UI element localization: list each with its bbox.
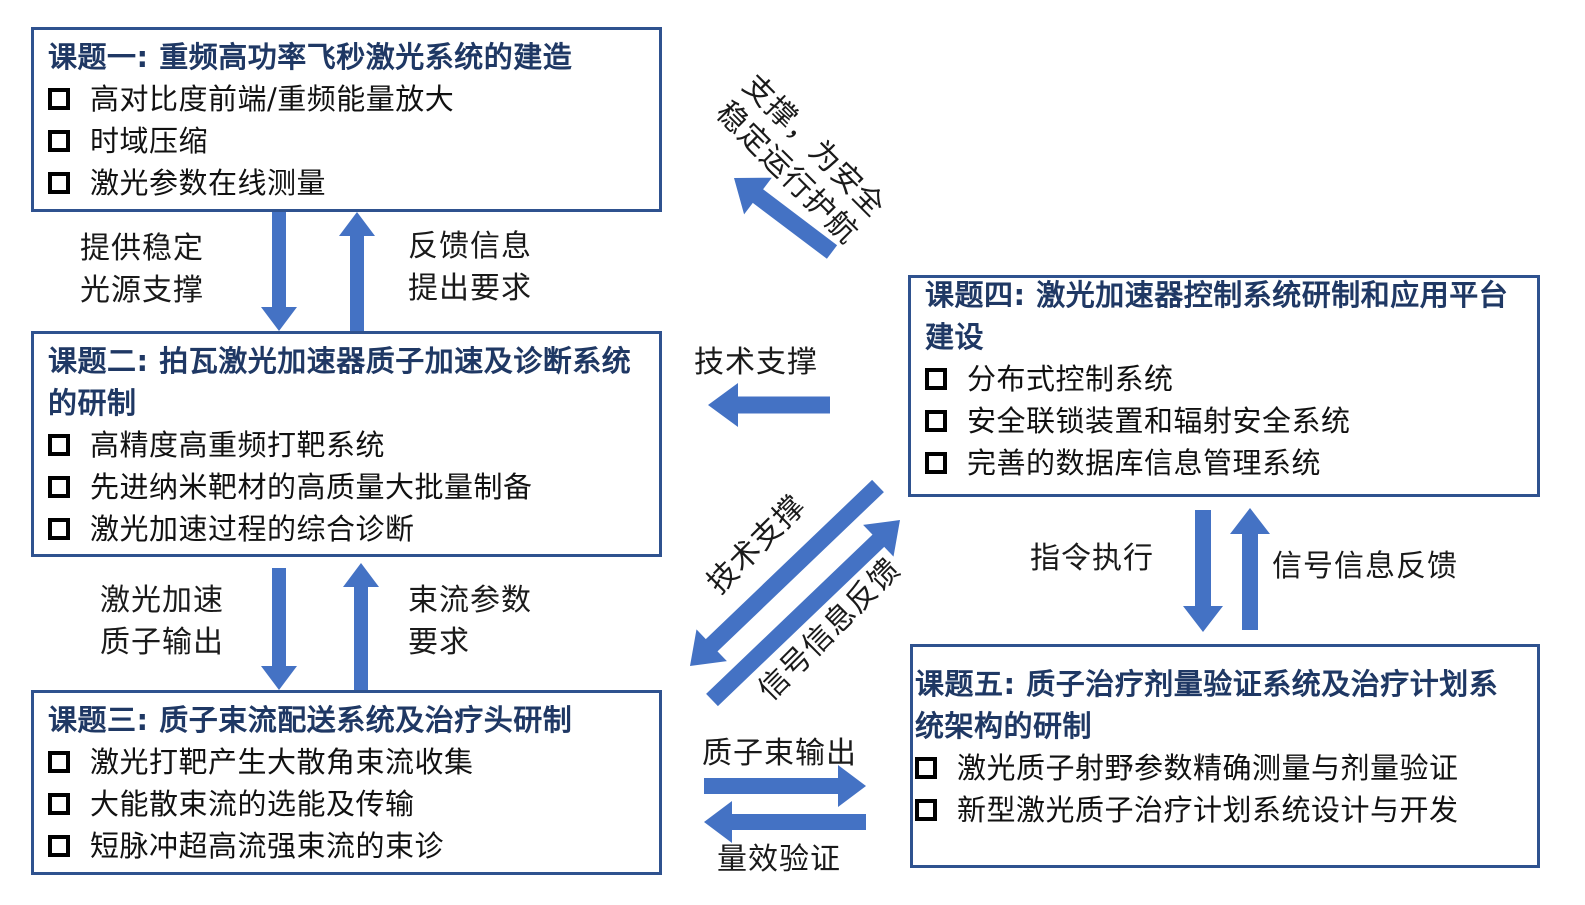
arrow-t5-to-t4-arrow-icon <box>1230 508 1270 630</box>
topic-3-title: 课题三: 质子束流配送系统及治疗头研制 <box>48 703 573 737</box>
list-item-text: 分布式控制系统 <box>967 362 1174 396</box>
list-item: 高对比度前端/重频能量放大 <box>48 78 659 120</box>
topic-4-title: 课题四: 激光加速器控制系统研制和应用平台建设 <box>925 278 1509 354</box>
arrow-t2-to-t1-arrow-icon <box>339 212 375 331</box>
arrow-t5-to-t3-arrow-icon <box>704 801 866 843</box>
arrow-t4-to-t5-arrow-icon <box>1183 510 1223 632</box>
list-item-text: 激光打靶产生大散角束流收集 <box>90 745 474 779</box>
checkbox-icon <box>48 751 70 773</box>
label-t2-to-t3: 激光加速 质子输出 <box>100 583 224 660</box>
topic-1-items: 高对比度前端/重频能量放大 时域压缩 激光参数在线测量 <box>48 78 659 204</box>
topic-3-box: 课题三: 质子束流配送系统及治疗头研制 激光打靶产生大散角束流收集 大能散束流的… <box>31 690 662 875</box>
checkbox-icon <box>925 452 947 474</box>
list-item-text: 短脉冲超高流强束流的束诊 <box>90 829 445 863</box>
list-item: 新型激光质子治疗计划系统设计与开发 <box>915 789 1537 831</box>
checkbox-icon <box>48 476 70 498</box>
checkbox-icon <box>48 130 70 152</box>
label-t5-to-t3: 量效验证 <box>717 842 841 877</box>
topic-5-title: 课题五: 质子治疗剂量验证系统及治疗计划系统架构的研制 <box>915 667 1499 743</box>
topic-1-box: 课题一: 重频高功率飞秒激光系统的建造 高对比度前端/重频能量放大 时域压缩 激… <box>31 27 662 212</box>
topic-4-items: 分布式控制系统 安全联锁装置和辐射安全系统 完善的数据库信息管理系统 <box>925 358 1537 484</box>
list-item-text: 先进纳米靶材的高质量大批量制备 <box>90 470 533 504</box>
list-item: 激光质子射野参数精确测量与剂量验证 <box>915 747 1537 789</box>
arrow-t4-to-t2-arrow-icon <box>708 383 830 427</box>
list-item-text: 大能散束流的选能及传输 <box>90 787 415 821</box>
arrow-t4-to-t1-arrow-icon <box>734 177 838 259</box>
checkbox-icon <box>915 757 937 779</box>
arrow-t3-to-t4-arrow-icon <box>706 520 900 707</box>
label-t3-to-t5: 质子束输出 <box>702 736 857 771</box>
label-t5-to-t4: 信号信息反馈 <box>1272 549 1458 584</box>
arrow-t1-to-t2-arrow-icon <box>261 212 297 331</box>
list-item-text: 高精度高重频打靶系统 <box>90 428 386 462</box>
topic-5-items: 激光质子射野参数精确测量与剂量验证 新型激光质子治疗计划系统设计与开发 <box>915 747 1537 831</box>
list-item: 完善的数据库信息管理系统 <box>925 442 1537 484</box>
list-item-text: 安全联锁装置和辐射安全系统 <box>967 404 1351 438</box>
topic-2-items: 高精度高重频打靶系统 先进纳米靶材的高质量大批量制备 激光加速过程的综合诊断 <box>48 424 659 550</box>
list-item: 安全联锁装置和辐射安全系统 <box>925 400 1537 442</box>
list-item: 先进纳米靶材的高质量大批量制备 <box>48 466 659 508</box>
list-item: 激光打靶产生大散角束流收集 <box>48 741 659 783</box>
list-item: 高精度高重频打靶系统 <box>48 424 659 466</box>
checkbox-icon <box>925 410 947 432</box>
label-t4-to-t2: 技术支撑 <box>694 345 818 380</box>
arrow-t3-to-t2-arrow-icon <box>343 563 379 690</box>
list-item: 分布式控制系统 <box>925 358 1537 400</box>
checkbox-icon <box>48 518 70 540</box>
list-item: 激光参数在线测量 <box>48 162 659 204</box>
arrow-t2-to-t3-arrow-icon <box>261 568 297 690</box>
arrow-t3-to-t5-arrow-icon <box>704 765 866 807</box>
list-item-text: 激光加速过程的综合诊断 <box>90 512 415 546</box>
topic-1-title: 课题一: 重频高功率飞秒激光系统的建造 <box>48 40 573 74</box>
list-item: 大能散束流的选能及传输 <box>48 783 659 825</box>
topic-2-box: 课题二: 拍瓦激光加速器质子加速及诊断系统的研制 高精度高重频打靶系统 先进纳米… <box>31 331 662 557</box>
checkbox-icon <box>48 835 70 857</box>
list-item-text: 高对比度前端/重频能量放大 <box>90 82 455 116</box>
list-item-text: 新型激光质子治疗计划系统设计与开发 <box>957 793 1459 827</box>
list-item: 短脉冲超高流强束流的束诊 <box>48 825 659 867</box>
topic-5-box: 课题五: 质子治疗剂量验证系统及治疗计划系统架构的研制 激光质子射野参数精确测量… <box>910 644 1540 868</box>
label-t4-to-t5: 指令执行 <box>1030 541 1154 576</box>
label-t1-to-t2: 提供稳定 光源支撑 <box>80 231 204 308</box>
list-item: 激光加速过程的综合诊断 <box>48 508 659 550</box>
arrow-t4-to-t3-arrow-icon <box>690 479 884 666</box>
list-item: 时域压缩 <box>48 120 659 162</box>
checkbox-icon <box>48 172 70 194</box>
topic-3-items: 激光打靶产生大散角束流收集 大能散束流的选能及传输 短脉冲超高流强束流的束诊 <box>48 741 659 867</box>
list-item-text: 时域压缩 <box>90 124 209 158</box>
checkbox-icon <box>925 368 947 390</box>
checkbox-icon <box>48 793 70 815</box>
checkbox-icon <box>915 799 937 821</box>
topic-2-title: 课题二: 拍瓦激光加速器质子加速及诊断系统的研制 <box>48 344 632 420</box>
list-item-text: 激光参数在线测量 <box>90 166 327 200</box>
label-t3-to-t2: 束流参数 要求 <box>408 583 532 660</box>
list-item-text: 完善的数据库信息管理系统 <box>967 446 1322 480</box>
list-item-text: 激光质子射野参数精确测量与剂量验证 <box>957 751 1459 785</box>
checkbox-icon <box>48 434 70 456</box>
checkbox-icon <box>48 88 70 110</box>
label-t2-to-t1: 反馈信息 提出要求 <box>408 229 532 306</box>
topic-4-box: 课题四: 激光加速器控制系统研制和应用平台建设 分布式控制系统 安全联锁装置和辐… <box>908 275 1540 497</box>
